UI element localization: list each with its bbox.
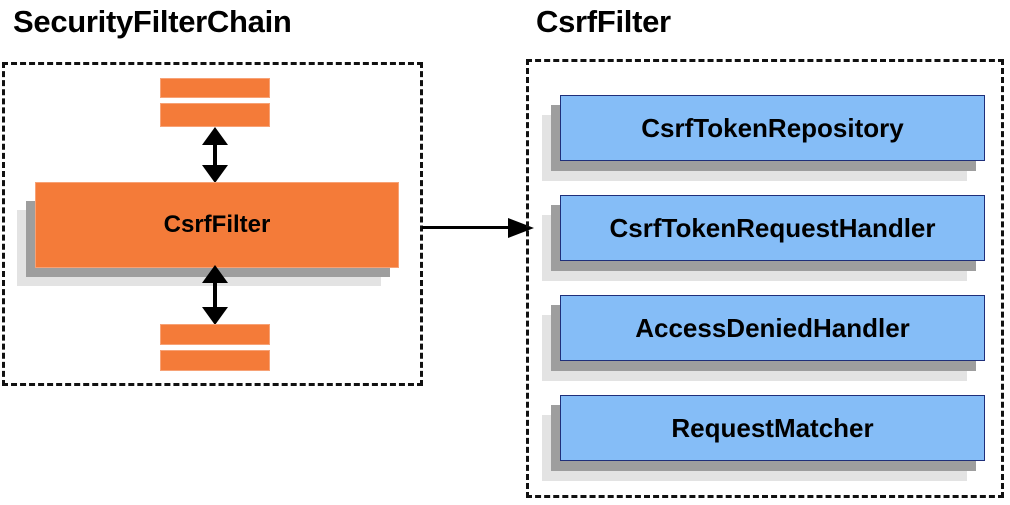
filter-bar-top-1 xyxy=(160,78,270,98)
collaborator-card-label: RequestMatcher xyxy=(671,412,874,443)
arrow-head-up-icon xyxy=(202,265,228,283)
csrffilter-card[interactable]: CsrfFilter xyxy=(17,182,399,286)
collaborator-card-csrf-token-repository[interactable]: CsrfTokenRepository xyxy=(542,95,985,181)
collaborator-card-label: AccessDeniedHandler xyxy=(635,312,910,343)
collaborator-card-csrf-token-request-handler[interactable]: CsrfTokenRequestHandler xyxy=(542,195,985,281)
security-filter-chain-container xyxy=(2,62,423,386)
collaborator-card-label: CsrfTokenRequestHandler xyxy=(609,212,936,243)
bidirectional-arrow-top xyxy=(202,127,228,183)
csrffilter-card-label: CsrfFilter xyxy=(163,211,271,238)
collaborator-card-label: CsrfTokenRepository xyxy=(641,112,904,143)
filter-bar-bottom-2 xyxy=(160,350,270,371)
card-face: CsrfTokenRequestHandler xyxy=(560,195,985,261)
arrow-shaft xyxy=(213,135,217,177)
csrffilter-to-collaborators-arrow xyxy=(422,218,534,238)
filter-bar-bottom-1 xyxy=(160,324,270,345)
collaborator-card-access-denied-handler[interactable]: AccessDeniedHandler xyxy=(542,295,985,381)
card-face: AccessDeniedHandler xyxy=(560,295,985,361)
bidirectional-arrow-bottom xyxy=(202,265,228,325)
page-title-csrf-filter: CsrfFilter xyxy=(536,4,671,39)
collaborator-card-request-matcher[interactable]: RequestMatcher xyxy=(542,395,985,481)
card-face: RequestMatcher xyxy=(560,395,985,461)
page-title-security-filter-chain: SecurityFilterChain xyxy=(13,4,292,39)
card-face: CsrfFilter xyxy=(35,182,399,268)
arrow-head-down-icon xyxy=(202,307,228,325)
arrow-head-down-icon xyxy=(202,165,228,183)
card-face: CsrfTokenRepository xyxy=(560,95,985,161)
connector-shaft xyxy=(422,226,512,229)
filter-bar-top-2 xyxy=(160,103,270,127)
arrow-shaft xyxy=(213,275,217,317)
csrffilter-collaborators-container xyxy=(526,59,1004,498)
